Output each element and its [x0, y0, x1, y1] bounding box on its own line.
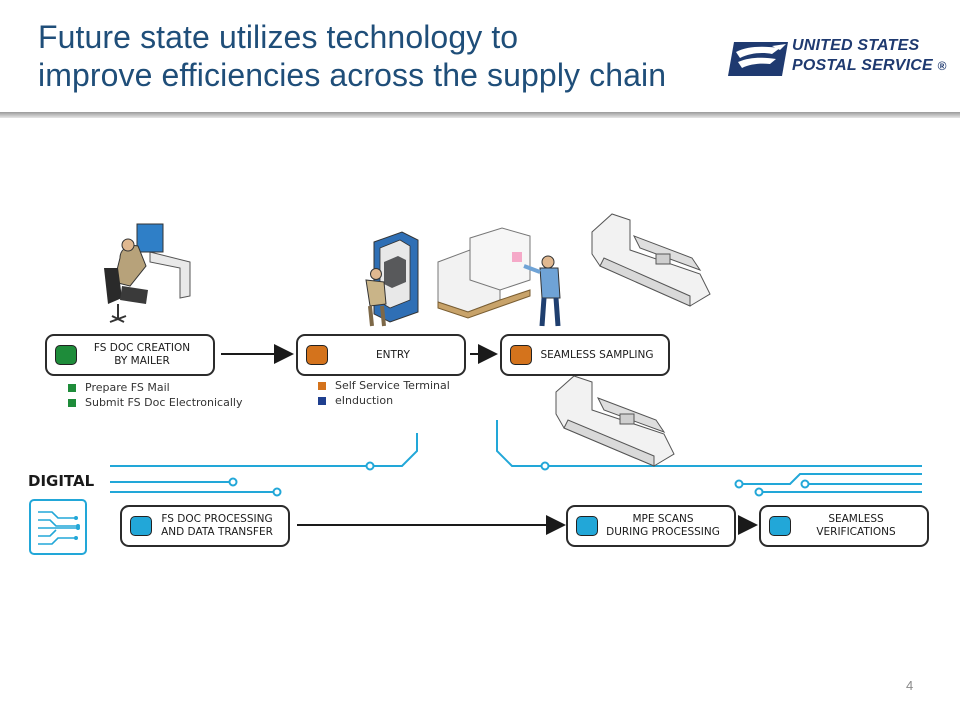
legend-item: Submit FS Doc Electronically: [68, 395, 242, 410]
entry-legend: Self Service Terminal eInduction: [318, 378, 450, 408]
mailer-at-computer-icon: [104, 223, 191, 323]
legend-swatch: [68, 383, 76, 392]
mail-pallets-worker-icon: [437, 227, 561, 327]
legend-swatch: [318, 381, 326, 390]
slide-title-line-2: improve efficiencies across the supply c…: [38, 57, 667, 93]
legend-swatch: [318, 396, 326, 405]
slide-title-line-1: Future state utilizes technology to: [38, 19, 519, 55]
page-number: 4: [906, 678, 914, 693]
header-divider: [0, 112, 960, 118]
legend-swatch: [68, 398, 76, 407]
entry-box: ENTRY: [296, 334, 466, 376]
seamless-sampling-box: SEAMLESS SAMPLING: [500, 334, 670, 376]
usps-wordmark-line-1: UNITED STATES: [792, 37, 920, 54]
status-square: [306, 345, 328, 365]
status-square: [130, 516, 152, 536]
entry-label: ENTRY: [376, 348, 410, 361]
status-square: [510, 345, 532, 365]
usps-logo: UNITED STATES POSTAL SERVICE ®: [728, 36, 958, 86]
sorting-machine-icon: [591, 213, 711, 307]
digital-data-lines: [110, 420, 922, 497]
mailer-legend: Prepare FS Mail Submit FS Doc Electronic…: [68, 380, 242, 410]
self-service-kiosk-icon: [365, 231, 419, 327]
status-square: [769, 516, 791, 536]
legend-item: Prepare FS Mail: [68, 380, 242, 395]
seamless-sampling-label: SEAMLESS SAMPLING: [540, 348, 654, 361]
legend-item: eInduction: [318, 393, 450, 408]
sorting-machine-icon: [555, 375, 675, 467]
usps-wordmark-line-2: POSTAL SERVICE ®: [792, 57, 947, 74]
registered-mark: ®: [937, 59, 947, 73]
status-square: [55, 345, 77, 365]
status-square: [576, 516, 598, 536]
circuit-document-icon: [29, 499, 87, 555]
legend-item: Self Service Terminal: [318, 378, 450, 393]
eagle-icon: [728, 42, 788, 76]
usps-wordmark: UNITED STATES POSTAL SERVICE ®: [792, 36, 947, 76]
digital-heading: DIGITAL: [28, 472, 95, 490]
slide-title: Future state utilizes technology to impr…: [38, 18, 738, 94]
